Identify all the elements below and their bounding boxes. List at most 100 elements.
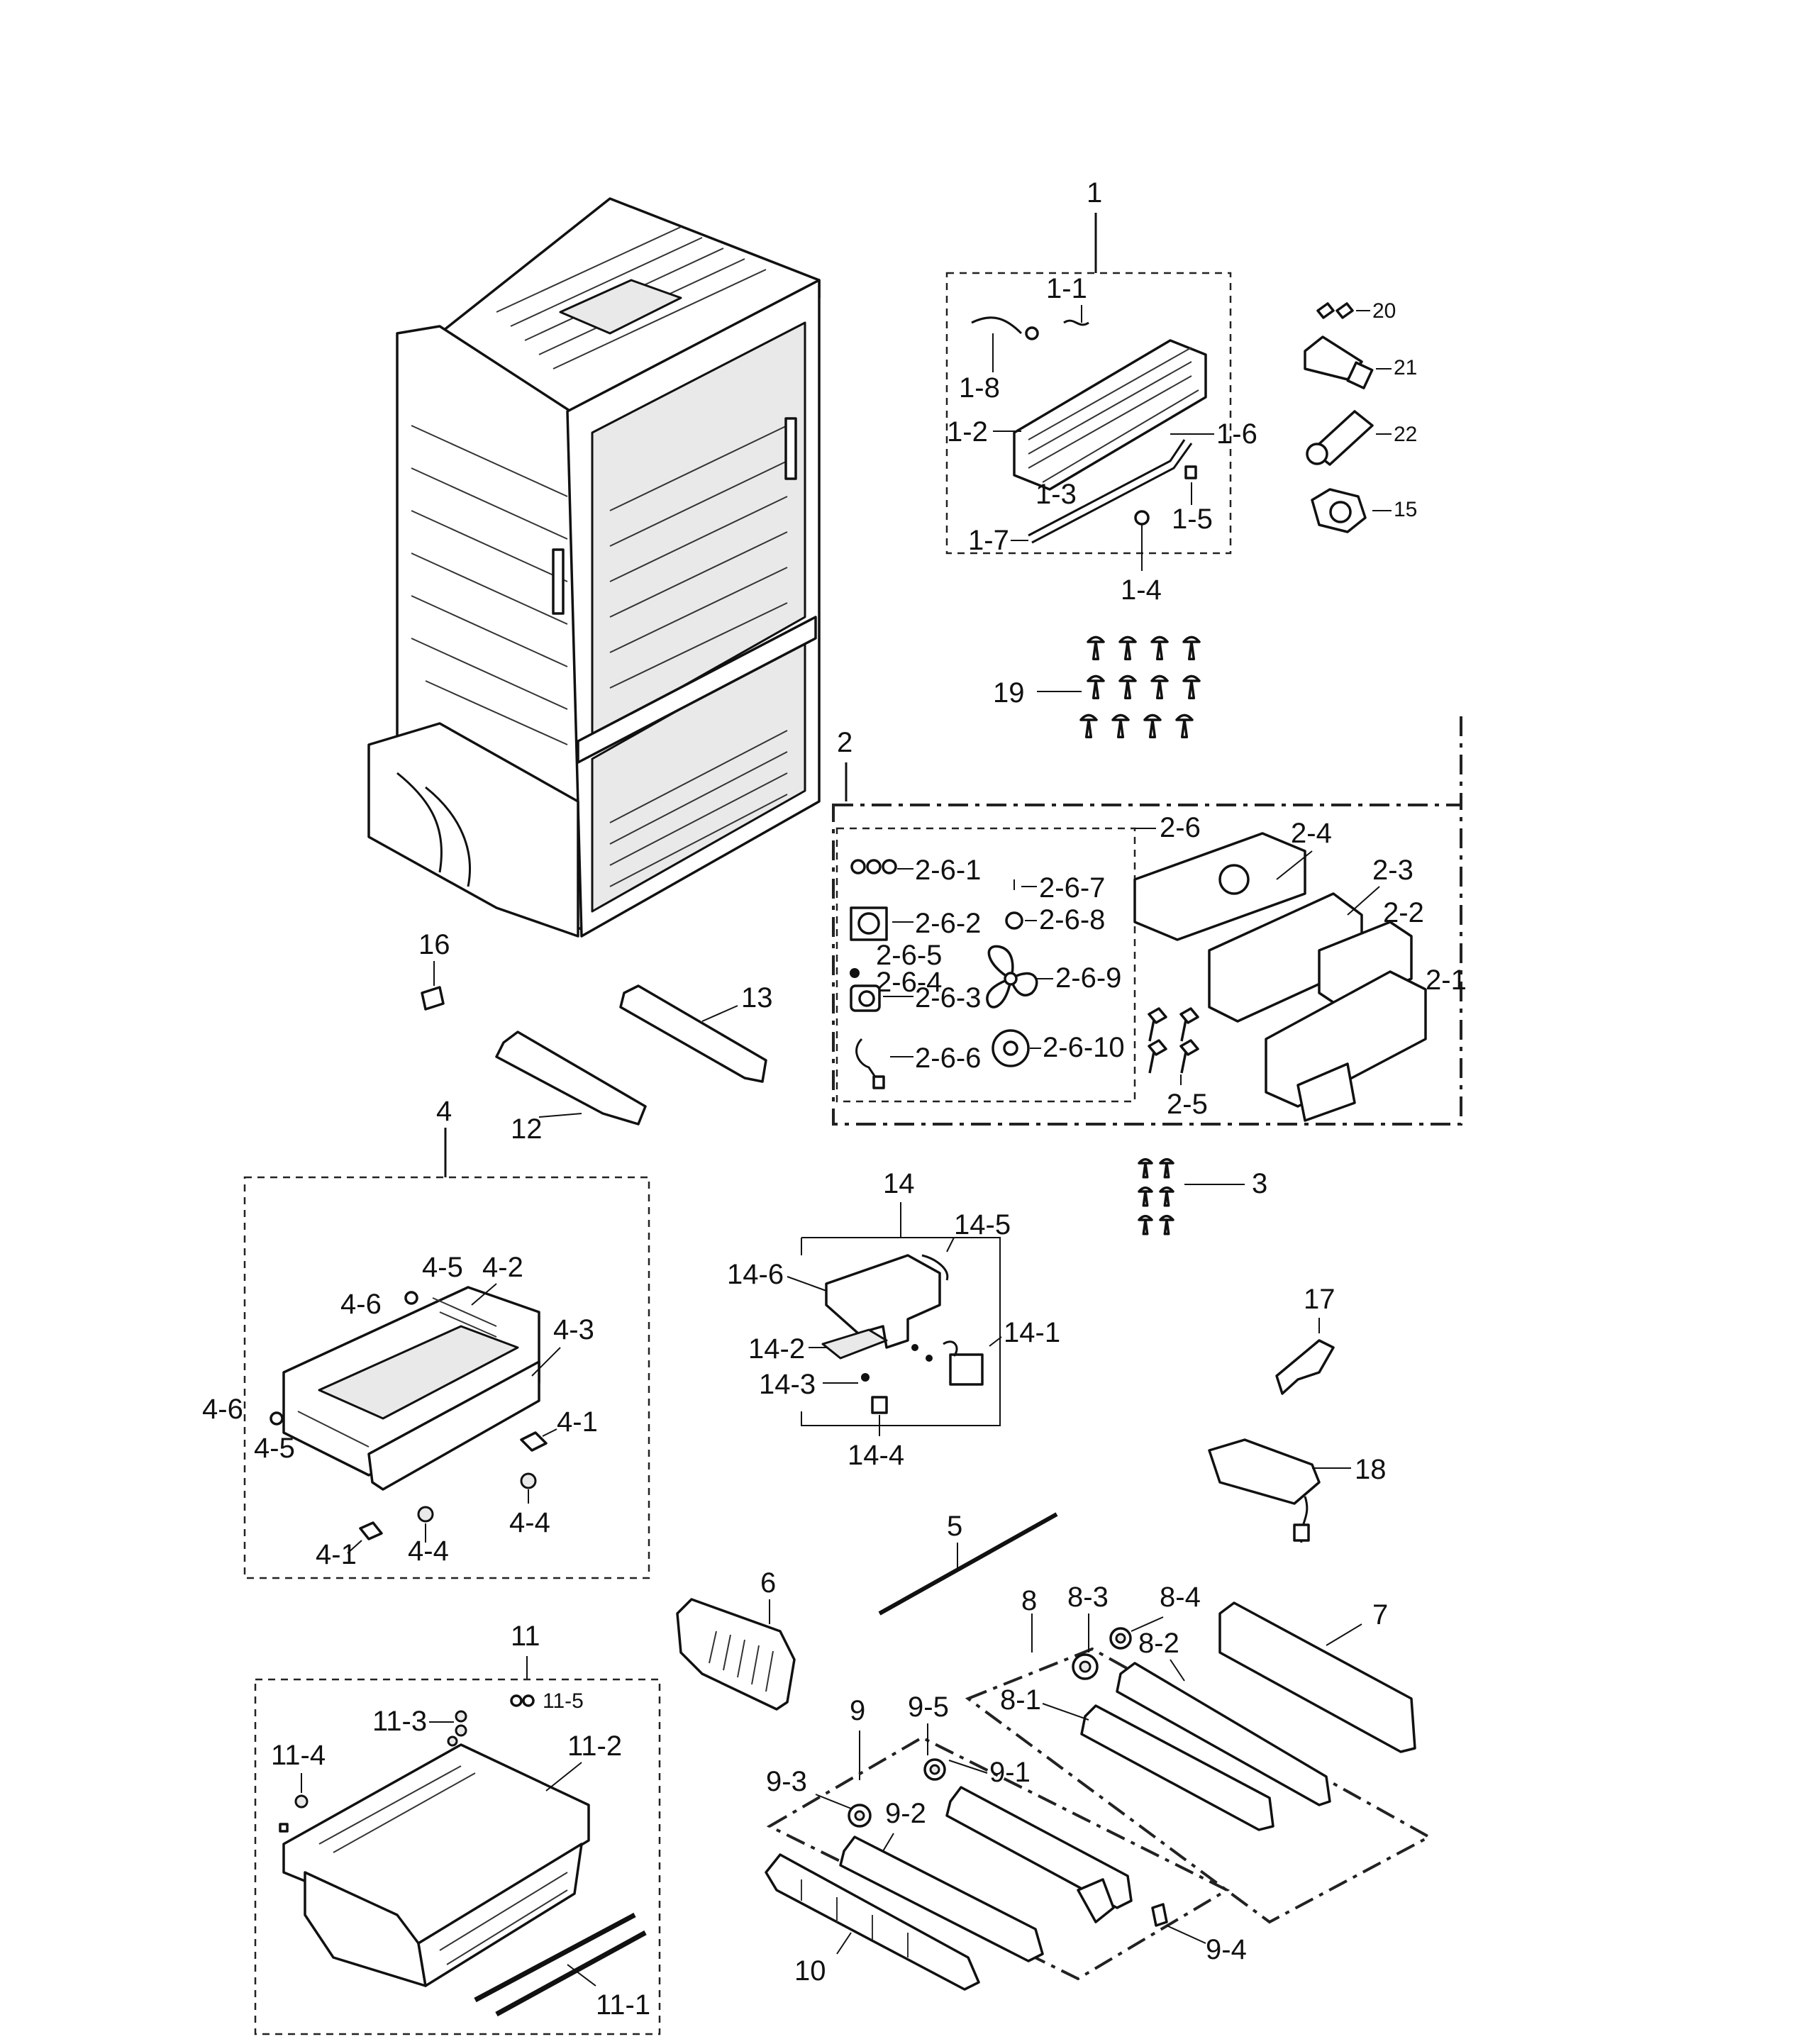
label-15: 15 [1394,498,1417,521]
screw-glyph [1087,635,1105,660]
label-2-3: 2-3 [1372,855,1414,886]
label-5: 5 [947,1511,962,1542]
label-2-4: 2-4 [1291,818,1332,849]
rail-12 [495,1031,647,1126]
label-2-1: 2-1 [1426,965,1467,996]
assembly-2-6-box [835,827,1136,1103]
label-2-6-9: 2-6-9 [1055,962,1121,994]
label-1-4: 1-4 [1121,574,1162,606]
screw-glyph [1138,1214,1153,1235]
cover-2-4 [1133,832,1306,941]
screw-glyph [1175,713,1194,738]
label-8-1: 8-1 [1000,1684,1041,1716]
label-2-6-8: 2-6-8 [1039,904,1105,935]
assembly-8-box [965,1647,1433,1924]
label-4-1b: 4-1 [316,1539,357,1570]
label-14-6: 14-6 [727,1259,784,1290]
gear-14-4 [871,1396,888,1414]
evaporator-part [971,316,1207,544]
ice-maker-14-6 [825,1254,941,1349]
label-4-3: 4-3 [553,1314,594,1345]
bracket-16 [421,986,445,1011]
label-14-3: 14-3 [759,1369,816,1400]
label-19: 19 [993,677,1025,709]
screw-glyph [1159,1157,1174,1179]
screw-glyph [1118,635,1137,660]
screw-glyph [1111,713,1130,738]
label-16: 16 [418,929,450,960]
label-4-6b: 4-6 [202,1394,243,1425]
label-10: 10 [794,1955,826,1987]
assembly-14-box [801,1237,1001,1426]
label-11-1: 11-1 [596,1989,650,2021]
cover-6 [676,1598,796,1711]
tray-14-2 [821,1328,888,1360]
label-14-1: 14-1 [1004,1317,1060,1348]
label-9-1: 9-1 [989,1757,1031,1788]
panel-2-1 [1265,970,1427,1108]
label-18: 18 [1355,1454,1387,1485]
screws-2-5 [1148,1007,1199,1074]
label-2-6-6: 2-6-6 [915,1043,981,1074]
rail-9-2 [839,1835,1044,1962]
fitting-22 [1306,410,1374,466]
label-4-1a: 4-1 [557,1406,598,1438]
wheel-4-4b [417,1506,434,1523]
rail-7 [1218,1601,1416,1753]
bracket-17 [1275,1339,1335,1395]
rail-8-2 [1116,1662,1331,1806]
washer-2-6-8 [1005,911,1023,930]
screws-11-5 [510,1694,535,1707]
label-1-5: 1-5 [1172,504,1213,535]
label-2-6-1: 2-6-1 [915,855,981,886]
label-12: 12 [511,1113,543,1145]
label-1-3: 1-3 [1035,479,1077,510]
label-2-2: 2-2 [1383,897,1424,928]
label-4-2: 4-2 [482,1252,523,1283]
label-2-6-2: 2-6-2 [915,908,981,939]
rail-13 [619,984,767,1083]
strip-5 [878,1512,1058,1616]
screw-glyph [1079,713,1098,738]
label-8-2: 8-2 [1138,1628,1179,1659]
rollers-11-3 [447,1710,467,1747]
label-4: 4 [436,1096,452,1127]
roller-8-4 [1109,1627,1132,1650]
motor-14-1 [943,1340,984,1386]
label-20: 20 [1372,299,1396,323]
screw-glyph [1143,713,1162,738]
label-11-4: 11-4 [271,1740,326,1771]
roller-9-5 [923,1758,946,1781]
fan-motor-2-6-3 [850,984,881,1012]
label-4-6a: 4-6 [340,1289,382,1320]
label-2-6-7: 2-6-7 [1039,872,1105,904]
label-9-2: 9-2 [885,1798,926,1829]
cabinet-assembly [367,197,821,938]
screws-19 [1079,635,1201,738]
label-1-6: 1-6 [1216,418,1257,450]
label-6: 6 [760,1567,776,1599]
roller-9-3 [848,1804,872,1828]
label-2-6-10: 2-6-10 [1043,1032,1125,1063]
label-14-2: 14-2 [748,1333,805,1365]
screws-3 [1138,1157,1174,1235]
label-4-4a: 4-4 [509,1507,550,1538]
rail-8-1 [1080,1704,1274,1831]
roller-8-3 [1072,1653,1099,1680]
label-2-6-5: 2-6-5 [876,940,942,971]
label-1: 1 [1087,177,1102,209]
label-4-5b: 4-5 [254,1433,295,1464]
fitting-21 [1304,335,1374,389]
screw-glyph [1159,1214,1174,1235]
label-2-6-4: 2-6-4 [876,967,942,998]
label-14-5: 14-5 [954,1209,1011,1240]
label-9-3: 9-3 [766,1766,807,1797]
screw-glyph [1150,674,1169,699]
bracket-9-4 [1077,1878,1168,1927]
freezer-basket-11-2 [282,1743,590,1987]
label-2-6-3: 2-6-3 [915,982,981,1013]
screw-glyph [1087,674,1105,699]
label-9-5: 9-5 [908,1692,949,1723]
label-11: 11 [511,1621,540,1652]
